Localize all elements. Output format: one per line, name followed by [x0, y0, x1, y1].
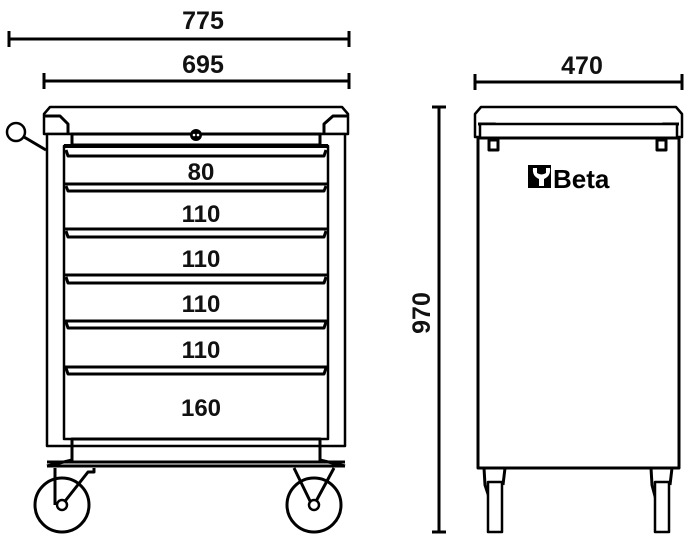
depth-label: 470 [561, 52, 603, 80]
overall-width-label: 775 [182, 7, 224, 35]
caster-left [33, 468, 96, 534]
drawer-height-label: 110 [182, 246, 221, 273]
front-view: 80 110 110 110 110 160 [5, 105, 350, 534]
wheel-icon [33, 476, 91, 534]
top-lid [42, 105, 350, 136]
caster-right [285, 467, 343, 534]
height-label: 970 [408, 292, 436, 334]
drawer-height-label: 110 [182, 291, 221, 318]
wheel-icon [285, 476, 343, 534]
side-view: Beta [473, 105, 684, 534]
drawer-height-label: 160 [181, 395, 221, 422]
drawer-2[interactable]: 110 [64, 182, 328, 228]
handle-knob-icon [5, 121, 27, 143]
dimension-height: 970 [408, 105, 446, 534]
body-width-label: 695 [182, 51, 224, 79]
drawer-height-label: 80 [188, 159, 215, 186]
dimension-depth: 470 [473, 52, 684, 90]
brand-name: Beta [553, 164, 610, 194]
drawer-1[interactable]: 80 [64, 149, 328, 186]
leg-left [482, 467, 507, 534]
drawer-5[interactable]: 110 [64, 319, 328, 364]
dimension-overall-width: 775 [7, 7, 351, 47]
leg-right [649, 467, 674, 534]
dimension-body-width: 695 [42, 51, 351, 89]
lock-icon [190, 129, 202, 141]
drawer-3[interactable]: 110 [64, 227, 328, 273]
side-handle [23, 135, 47, 152]
drawer-6[interactable]: 160 [64, 365, 328, 422]
drawer-height-label: 110 [182, 201, 221, 228]
brand-logo: Beta [528, 164, 610, 194]
side-panel [476, 136, 681, 470]
drawer-4[interactable]: 110 [64, 273, 328, 318]
drawer-height-label: 110 [182, 337, 221, 364]
